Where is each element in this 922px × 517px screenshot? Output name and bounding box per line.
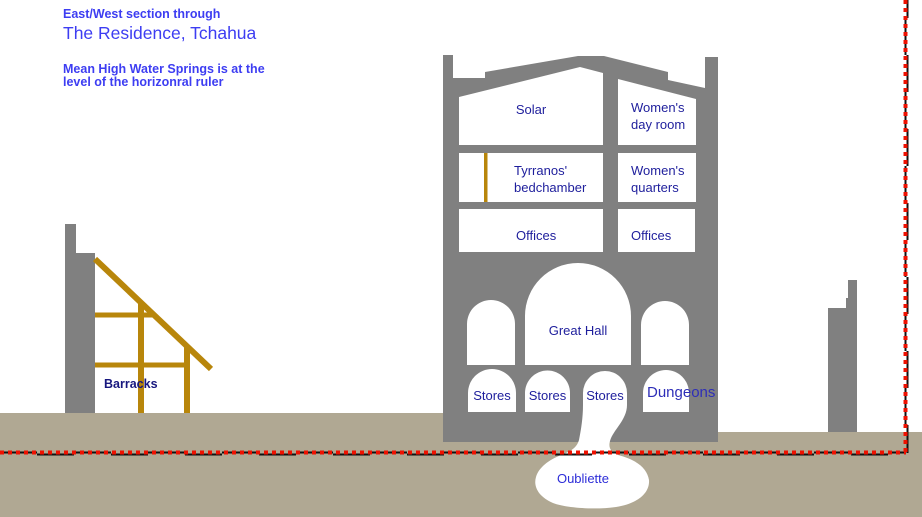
header: East/West section through The Residence,… (63, 7, 265, 89)
offices-right-shape (618, 209, 695, 252)
east-pillar-shape (828, 280, 857, 432)
stores-1-shape (468, 369, 516, 412)
womens-quarters-label: Women's quarters (631, 163, 685, 195)
stores-1-label: Stores (473, 388, 511, 403)
tyrranos-bedchamber-shape (459, 153, 603, 202)
stores-2-shape (525, 370, 570, 412)
womens-day-room-shape (618, 79, 696, 145)
bedchamber-gold-post (484, 153, 488, 202)
stores-3-oubliette-shape (535, 371, 650, 509)
vertical-ruler (903, 0, 909, 453)
solar-label: Solar (515, 102, 547, 117)
great-hall-label: Great Hall (548, 323, 608, 338)
solar-room-shape (459, 67, 603, 145)
womens-quarters-shape (618, 153, 696, 202)
dungeons-shape (643, 370, 689, 412)
barracks-label: Barracks (104, 377, 158, 391)
water-level-note: Mean High Water Springs is at the level … (63, 62, 265, 89)
page-title: The Residence, Tchahua (63, 23, 257, 43)
ground-shape (0, 413, 922, 517)
horizontal-ruler (0, 450, 906, 456)
tyrranos-bedchamber-label: Tyrranos' bedchamber (514, 163, 587, 195)
hall-east-arch-shape (641, 301, 689, 365)
stores-3-label: Stores (586, 388, 624, 403)
oubliette-label: Oubliette (556, 471, 610, 486)
great-hall-shape (525, 263, 631, 365)
offices-left-label: Offices (516, 228, 557, 243)
womens-day-room-label: Women's day room (631, 100, 686, 132)
dungeons-label: Dungeons (647, 384, 716, 401)
hall-west-arch-shape (467, 300, 515, 365)
offices-right-label: Offices (631, 228, 672, 243)
stores-2-label: Stores (528, 388, 567, 403)
offices-left-shape (459, 209, 603, 252)
section-subtitle: East/West section through (63, 7, 221, 21)
barracks-wall-shape (65, 224, 95, 413)
barracks-timber-frame (92, 256, 214, 413)
